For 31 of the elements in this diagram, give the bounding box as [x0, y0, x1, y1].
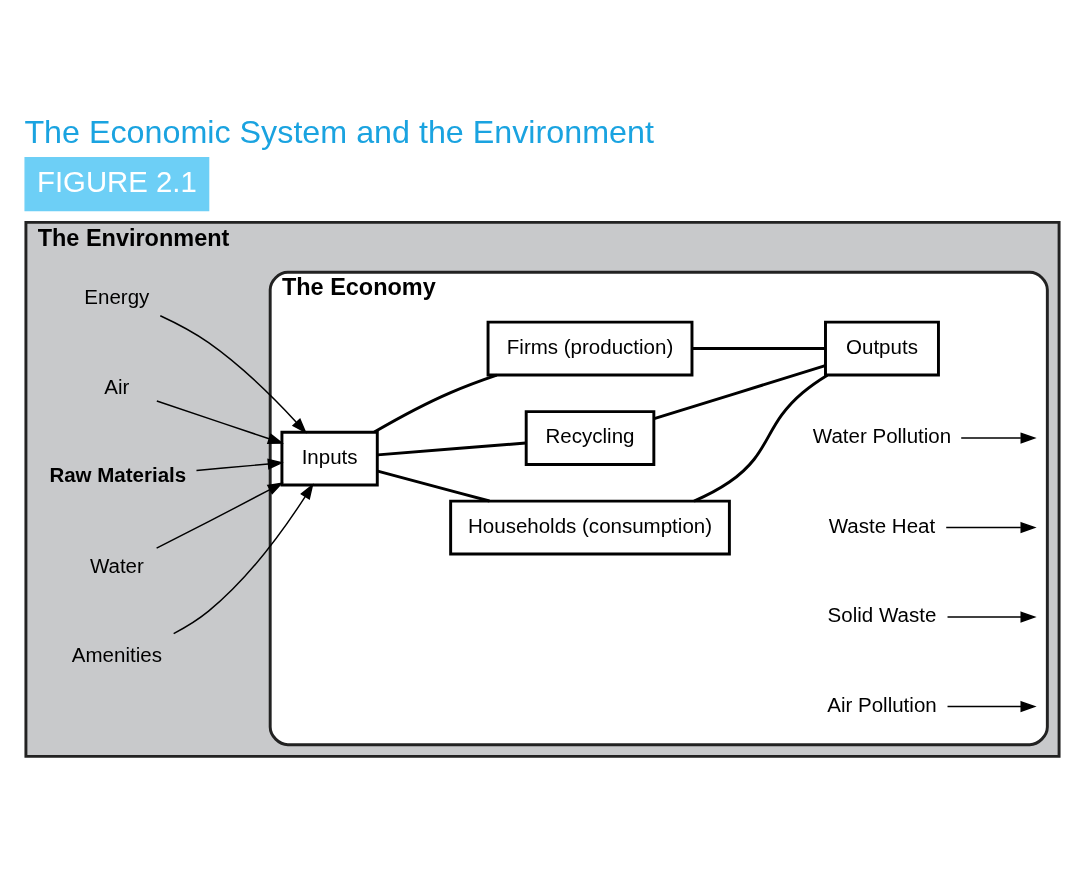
- arrow: [156, 400, 284, 444]
- arrow: [159, 315, 307, 434]
- node-box: Firms (production): [486, 320, 694, 377]
- connector: [377, 441, 526, 457]
- arrow: [155, 482, 284, 549]
- node-text: Waste Heat: [828, 513, 936, 537]
- arrow: [195, 458, 284, 472]
- node-text: Raw Materials: [49, 462, 187, 486]
- node-box: Outputs: [824, 320, 940, 377]
- connector: [693, 373, 829, 503]
- node-text: Air: [104, 374, 130, 398]
- node-box: Households (consumption): [449, 499, 731, 556]
- arrow: [172, 483, 314, 635]
- connector: [653, 364, 826, 420]
- node-text: Energy: [84, 285, 150, 309]
- arrow: [960, 432, 1037, 444]
- node-box: Recycling: [524, 410, 656, 466]
- arrow: [946, 700, 1037, 713]
- connector: [377, 469, 490, 503]
- node-box: Inputs: [280, 430, 379, 487]
- connector: [373, 373, 498, 434]
- arrow: [946, 611, 1037, 623]
- label: FIGURE 2.1: [37, 164, 197, 198]
- node-text: Solid Waste: [827, 603, 937, 627]
- node-text: Water Pollution: [812, 424, 952, 448]
- diagram-title: The Economic System and the Environment: [24, 113, 654, 150]
- node-text: Air Pollution: [827, 692, 937, 716]
- node-text: Water: [89, 553, 144, 577]
- node-text: Amenities: [71, 643, 162, 667]
- connector: [692, 347, 826, 350]
- arrow: [945, 521, 1037, 534]
